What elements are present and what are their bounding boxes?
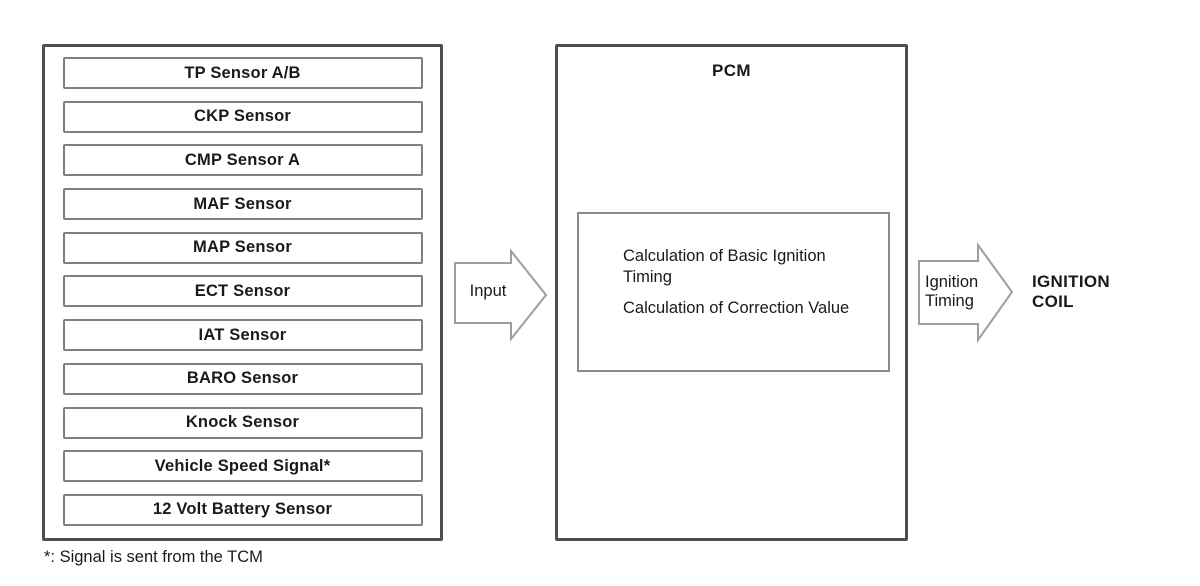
ignition-coil-label-line1: IGNITION (1032, 272, 1110, 291)
sensor-box-maf: MAF Sensor (62, 188, 423, 221)
sensor-label: IAT Sensor (198, 325, 287, 344)
pcm-title: PCM (712, 61, 751, 80)
sensor-label: Vehicle Speed Signal* (154, 456, 331, 475)
ignition-timing-label-line2: Timing (925, 292, 974, 310)
sensor-label: BARO Sensor (186, 369, 299, 388)
ignition-coil-label: IGNITION COIL (1032, 272, 1110, 312)
sensor-box-baro: BARO Sensor (62, 362, 423, 395)
sensor-label: 12 Volt Battery Sensor (152, 500, 333, 519)
sensor-label: CKP Sensor (193, 107, 292, 126)
sensors-group-box: TP Sensor A/B CKP Sensor CMP Sensor A MA… (42, 44, 443, 541)
sensor-label: TP Sensor A/B (184, 63, 301, 82)
pcm-calculation-box: Calculation of Basic Ignition Timing Cal… (577, 212, 890, 372)
sensor-label: CMP Sensor A (184, 150, 301, 169)
calc-basic-ignition-timing: Calculation of Basic Ignition Timing (623, 247, 826, 286)
sensor-box-tp: TP Sensor A/B (62, 57, 423, 89)
sensor-box-vehicle-speed: Vehicle Speed Signal* (62, 450, 423, 483)
sensor-label: MAF Sensor (193, 194, 292, 213)
ignition-timing-right-arrow-icon (918, 241, 1014, 344)
sensor-box-knock: Knock Sensor (62, 406, 423, 439)
input-arrow-label: Input (469, 282, 507, 300)
sensor-box-battery: 12 Volt Battery Sensor (62, 493, 423, 526)
sensor-box-ckp: CKP Sensor (62, 100, 423, 133)
ignition-timing-label-line1: Ignition (925, 273, 979, 291)
sensor-label: ECT Sensor (194, 281, 291, 300)
sensor-label: Knock Sensor (185, 413, 300, 431)
sensor-box-cmp: CMP Sensor A (62, 144, 423, 177)
sensor-label: MAP Sensor (193, 238, 292, 257)
footnote: *: Signal is sent from the TCM (44, 548, 263, 566)
ignition-coil-label-line2: COIL (1032, 292, 1074, 311)
sensor-box-ect: ECT Sensor (62, 275, 423, 308)
sensor-box-map: MAP Sensor (62, 231, 423, 264)
ignition-timing-arrow-label: Ignition Timing (925, 273, 978, 311)
sensor-box-iat: IAT Sensor (62, 319, 423, 352)
input-right-arrow-icon (454, 248, 548, 342)
calc-correction-value: Calculation of Correction Value (623, 299, 850, 317)
